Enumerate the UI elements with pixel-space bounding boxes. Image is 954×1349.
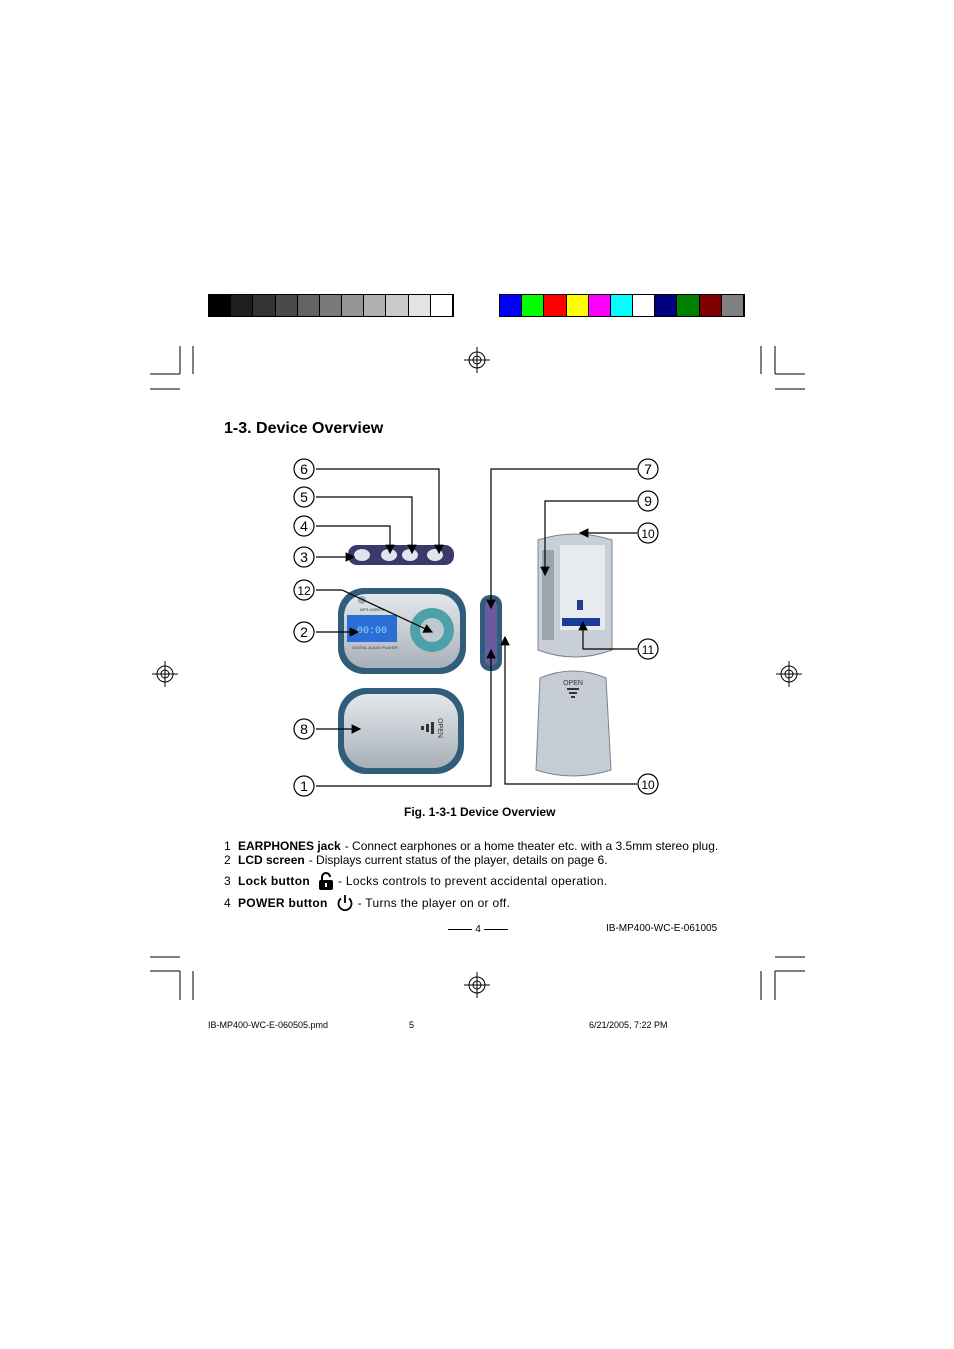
battery-cover-view: OPEN <box>535 670 612 777</box>
gray-swatch <box>342 295 365 316</box>
color-swatch <box>655 295 678 316</box>
svg-text:12: 12 <box>297 584 311 598</box>
item-number: 1 <box>224 839 231 853</box>
callout-11: 11 <box>637 638 659 660</box>
callout-12: 12 <box>293 579 315 601</box>
svg-text:2: 2 <box>300 624 308 640</box>
callout-6: 6 <box>293 458 315 480</box>
svg-text:8: 8 <box>300 721 308 737</box>
callout-8: 8 <box>293 718 315 740</box>
callout-4: 4 <box>293 515 315 537</box>
gray-swatch <box>209 295 232 316</box>
battery-compartment-view <box>537 533 613 658</box>
svg-text:4: 4 <box>300 518 308 534</box>
document-code: IB-MP400-WC-E-061005 <box>606 923 718 934</box>
gray-swatch <box>231 295 254 316</box>
callout-2: 2 <box>293 621 315 643</box>
gray-swatch <box>408 295 431 316</box>
section-heading: 1-3. Device Overview <box>224 420 384 437</box>
gray-swatch <box>253 295 276 316</box>
item-name: EARPHONES jack <box>238 839 341 853</box>
gray-swatch <box>275 295 298 316</box>
color-swatch <box>677 295 700 316</box>
gray-swatch <box>319 295 343 316</box>
svg-text:10: 10 <box>641 527 655 541</box>
player-back-view: OPEN <box>338 688 464 774</box>
list-item: 3 Lock button - Locks controls to preven… <box>224 871 607 891</box>
back-open-label: OPEN <box>436 718 443 738</box>
callout-10-top: 10 <box>637 522 659 544</box>
player-brand: MP3 400BTS <box>360 607 384 612</box>
page-number: 4 <box>448 924 508 935</box>
color-swatch <box>522 295 545 316</box>
list-item: 1 EARPHONES jack - Connect earphones or … <box>224 839 718 853</box>
gray-swatch <box>297 295 320 316</box>
cover-open-label: OPEN <box>563 680 583 687</box>
gray-swatch <box>386 295 409 316</box>
color-swatch <box>721 295 744 316</box>
svg-text:6: 6 <box>300 461 308 477</box>
svg-text:10: 10 <box>641 778 655 792</box>
gray-swatch <box>364 295 387 316</box>
item-number: 2 <box>224 853 231 867</box>
svg-text:1: 1 <box>300 778 308 794</box>
page-number-value: 4 <box>475 924 481 935</box>
callout-7: 7 <box>637 458 659 480</box>
lock-icon <box>318 872 333 890</box>
item-name: POWER button <box>238 896 328 910</box>
footer-page: 5 <box>409 1020 415 1030</box>
svg-text:9: 9 <box>644 493 652 509</box>
item-description: - Connect earphones or a home theater et… <box>344 839 719 853</box>
player-top-view <box>348 545 454 565</box>
item-description: - Locks controls to prevent accidental o… <box>337 874 608 888</box>
callout-5: 5 <box>293 486 315 508</box>
power-icon <box>337 895 352 912</box>
callout-3: 3 <box>293 546 315 568</box>
gray-swatch <box>430 295 453 316</box>
item-description: - Turns the player on or off. <box>357 896 511 910</box>
color-swatch <box>544 295 567 316</box>
page-number-rule-right <box>483 929 508 930</box>
callout-10-bottom: 10 <box>637 773 659 795</box>
item-name: Lock button <box>238 874 310 888</box>
color-swatch <box>610 295 634 316</box>
callout-1: 1 <box>293 775 315 797</box>
list-item: 2 LCD screen - Displays current status o… <box>224 853 608 867</box>
page-number-rule-left <box>448 929 473 930</box>
item-number: 3 <box>224 874 231 888</box>
svg-text:3: 3 <box>300 549 308 565</box>
lcd-digits: 00:00 <box>357 626 387 637</box>
color-swatch <box>633 295 656 316</box>
callout-9: 9 <box>637 490 659 512</box>
svg-text:5: 5 <box>300 489 308 505</box>
item-number: 4 <box>224 896 231 910</box>
svg-text:7: 7 <box>644 461 652 477</box>
figure-caption: Fig. 1-3-1 Device Overview <box>404 805 556 819</box>
svg-text:11: 11 <box>642 643 655 657</box>
footer-date: 6/21/2005, 7:22 PM <box>589 1020 668 1030</box>
registration-marks <box>152 347 802 998</box>
footer-filename: IB-MP400-WC-E-060505.pmd <box>208 1020 329 1030</box>
grayscale-bar <box>208 294 454 317</box>
color-swatch <box>500 295 523 316</box>
color-swatch <box>566 295 589 316</box>
color-swatch <box>699 295 722 316</box>
player-front-view: 00:00 MP3 400BTS DIGITAL AUDIO PLAYER <box>338 588 466 674</box>
list-item: 4 POWER button - Turns the player on or … <box>224 894 510 912</box>
item-description: - Displays current status of the player,… <box>308 853 608 867</box>
color-swatch <box>588 295 611 316</box>
item-name: LCD screen <box>238 853 305 867</box>
color-bar <box>499 294 745 317</box>
player-text: DIGITAL AUDIO PLAYER <box>352 645 397 650</box>
